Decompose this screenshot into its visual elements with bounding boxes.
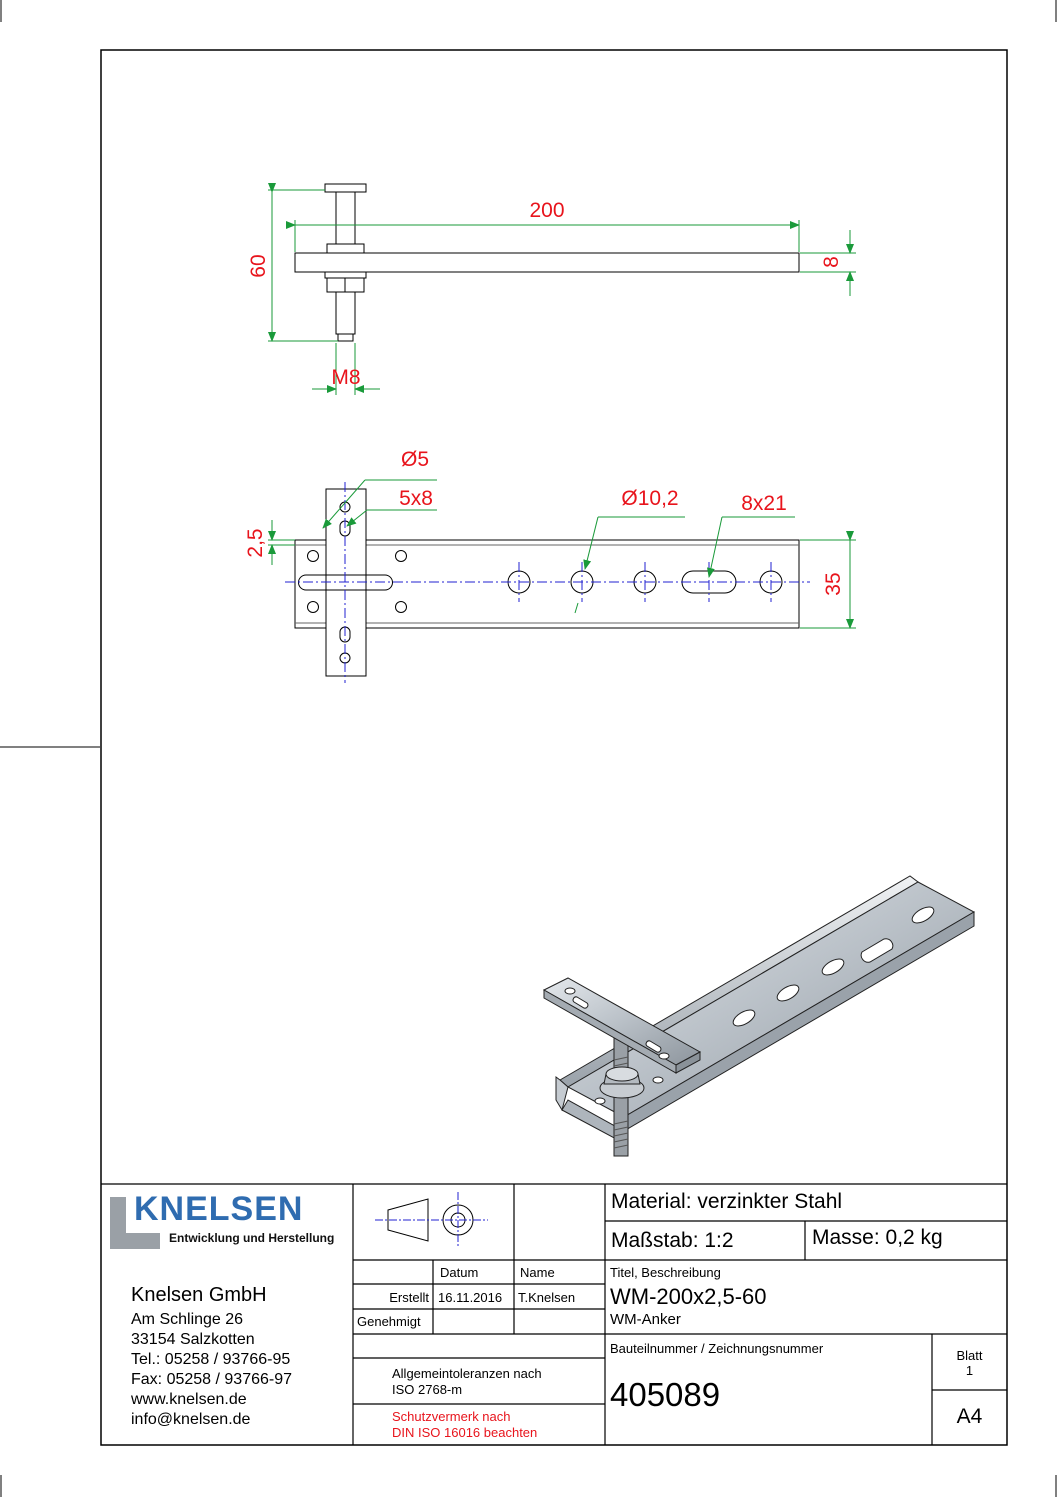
dim-slot-large: 8x21 [741,492,787,515]
drawing-title: WM-200x2,5-60 [610,1284,767,1309]
knelsen-logo-mark [110,1197,160,1249]
paper-format: A4 [956,1405,983,1428]
tolerance-line1: Allgemeintoleranzen nach [392,1366,542,1381]
projection-symbol-icon [375,1192,488,1248]
top-view-dimensions [268,479,856,629]
dim-plate-thickness: 2,5 [244,528,267,557]
side-view-dimensions [268,183,856,395]
dim-top-thickness: 8 [820,256,843,268]
created-date: 16.11.2016 [438,1290,503,1305]
top-view [294,488,800,677]
part-number: 405089 [610,1376,721,1413]
protection-line1: Schutzvermerk nach [392,1409,511,1424]
tolerance-line2: ISO 2768-m [392,1382,463,1397]
isometric-view [542,875,976,1157]
dim-hole-small: Ø5 [401,448,429,471]
header-date: Datum [440,1265,479,1280]
sheet-number: 1 [965,1363,974,1378]
dim-profile-width: 35 [822,572,845,595]
sheet-label: Blatt [956,1348,983,1363]
part-number-label: Bauteilnummer / Zeichnungsnummer [610,1341,824,1356]
mass-field: Masse: 0,2 kg [812,1226,943,1249]
title-block-grid [101,1183,1007,1445]
company-website[interactable]: www.knelsen.de [131,1391,247,1408]
drawing-subtitle: WM-Anker [610,1311,681,1328]
created-name: T.Knelsen [518,1290,576,1305]
dim-top-length: 200 [529,199,564,222]
side-view [294,183,800,342]
title-label: Titel, Beschreibung [610,1265,721,1280]
company-fax: Fax: 05258 / 93766-97 [131,1371,293,1388]
company-city: 33154 Salzkotten [131,1331,255,1348]
header-name: Name [520,1265,555,1280]
company-phone: Tel.: 05258 / 93766-95 [131,1351,291,1368]
material-field: Material: verzinkter Stahl [611,1190,843,1213]
dim-top-height: 60 [247,254,270,277]
dim-slot-small: 5x8 [399,487,433,510]
created-label: Erstellt [389,1290,429,1305]
dim-thread: M8 [331,366,360,389]
scale-field: Maßstab: 1:2 [611,1229,734,1252]
approved-label: Genehmigt [357,1314,421,1329]
company-street: Am Schlinge 26 [131,1311,244,1328]
company-name: Knelsen GmbH [131,1284,267,1306]
dim-hole-large: Ø10,2 [621,487,678,510]
knelsen-logo-tagline: Entwicklung und Herstellung [169,1231,335,1245]
knelsen-logo: KNELSEN [134,1190,304,1228]
company-email[interactable]: info@knelsen.de [131,1411,251,1428]
protection-line2: DIN ISO 16016 beachten [392,1425,538,1440]
drawing-frame [100,49,1008,1446]
